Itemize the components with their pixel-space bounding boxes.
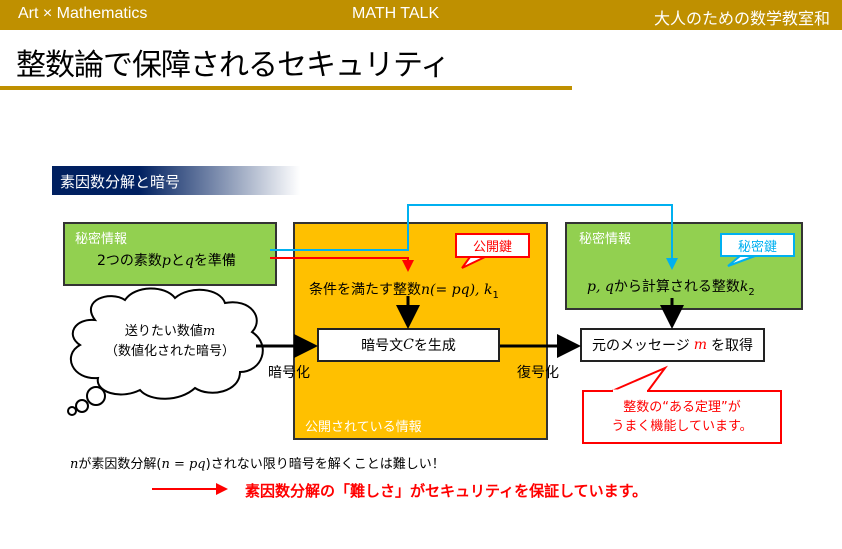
public-info-label: 公開されている情報: [305, 420, 422, 435]
header-left: Art × Mathematics: [18, 5, 148, 22]
public-key-condition: 条件を満たす整数n(= pq), k1: [309, 282, 499, 301]
result-box: 元のメッセージ m を取得: [580, 328, 765, 362]
section-label: 素因数分解と暗号: [52, 166, 300, 195]
private-key-callout: 秘密鍵: [720, 233, 795, 257]
secret-info-label: 秘密情報: [579, 232, 632, 247]
header-bar: Art × Mathematics MATH TALK 大人のための数学教室和: [0, 0, 842, 30]
header-center: MATH TALK: [352, 5, 440, 22]
thought-cloud: [67, 287, 264, 416]
page-title: 整数論で保障されるセキュリティ: [16, 48, 450, 83]
private-key-text: p, qから計算される整数k2: [587, 279, 755, 298]
conclusion-text: 素因数分解の「難しさ」がセキュリティを保証しています。: [245, 482, 648, 500]
theorem-callout: 整数の“ある定理”がうまく機能しています。: [582, 390, 782, 444]
decrypt-label: 復号化: [517, 365, 559, 381]
cloud-text: 送りたい数値m （数値化された暗号）: [104, 324, 235, 359]
difficulty-note: nが素因数分解(n = pq)されない限り暗号を解くことは難しい！: [70, 457, 445, 472]
prepare-primes-text: 2つの素数pとqを準備: [97, 253, 236, 269]
secret-info-box-left: 秘密情報 2つの素数pとqを準備: [63, 222, 277, 286]
public-key-callout: 公開鍵: [455, 233, 530, 258]
encrypt-label: 暗号化: [268, 365, 310, 381]
secret-info-label: 秘密情報: [75, 232, 128, 247]
title-underline: [0, 86, 572, 90]
header-right: 大人のための数学教室和: [653, 11, 830, 28]
